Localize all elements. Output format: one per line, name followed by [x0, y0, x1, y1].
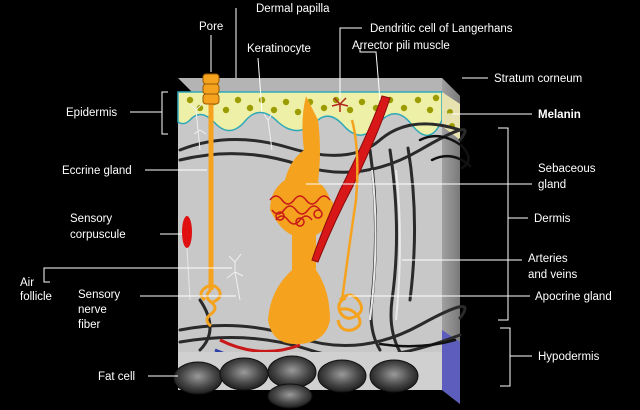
label-epidermis: Epidermis [66, 107, 117, 119]
label-air-follicle-line1: Air [20, 277, 34, 289]
label-melanin: Melanin [538, 109, 581, 121]
label-dermal-papilla: Dermal papilla [256, 3, 330, 15]
label-fat-cell: Fat cell [98, 371, 135, 383]
sensory-nerve-fibers [189, 103, 273, 301]
label-sensory-corpuscle-line2: corpuscule [70, 229, 126, 241]
label-keratinocyte: Keratinocyte [247, 43, 311, 55]
label-apocrine-gland: Apocrine gland [535, 291, 612, 303]
label-stratum-corneum: Stratum corneum [494, 73, 582, 85]
label-eccrine-gland: Eccrine gland [62, 165, 132, 177]
fat-cells [173, 355, 419, 409]
eccrine-gland [202, 73, 220, 328]
label-hypodermis: Hypodermis [538, 351, 600, 363]
sensory-corpuscle [182, 216, 192, 248]
label-sebaceous-line1: Sebaceous [538, 163, 596, 175]
label-dendritic-cell: Dendritic cell of Langerhans [370, 23, 513, 35]
label-sebaceous-line2: gland [538, 179, 566, 191]
eccrine-coil [199, 283, 222, 304]
dermal-fibers-outer [378, 134, 472, 348]
label-pore: Pore [199, 21, 223, 33]
label-arteries-line2: and veins [528, 269, 577, 281]
dermal-fibers [178, 122, 467, 359]
label-dermis: Dermis [534, 213, 571, 225]
label-air-follicle-line2: follicle [20, 291, 52, 303]
label-sensory-nerve-line2: nerve [78, 304, 107, 316]
label-sensory-corpuscle-line1: Sensory [70, 213, 112, 225]
dendritic-cell [331, 97, 349, 112]
hypodermis-side-face [442, 330, 460, 404]
label-sensory-nerve-line3: fiber [78, 319, 101, 331]
label-sensory-nerve-line1: Sensory [78, 289, 120, 301]
corpuscle-nerve [186, 247, 191, 301]
label-arteries-line1: Arteries [528, 253, 568, 265]
leader-lines [43, 8, 532, 387]
label-arrector-pili: Arrector pili muscle [352, 40, 450, 52]
block-side-face [442, 78, 460, 404]
sebaceous-capillaries [269, 195, 331, 227]
